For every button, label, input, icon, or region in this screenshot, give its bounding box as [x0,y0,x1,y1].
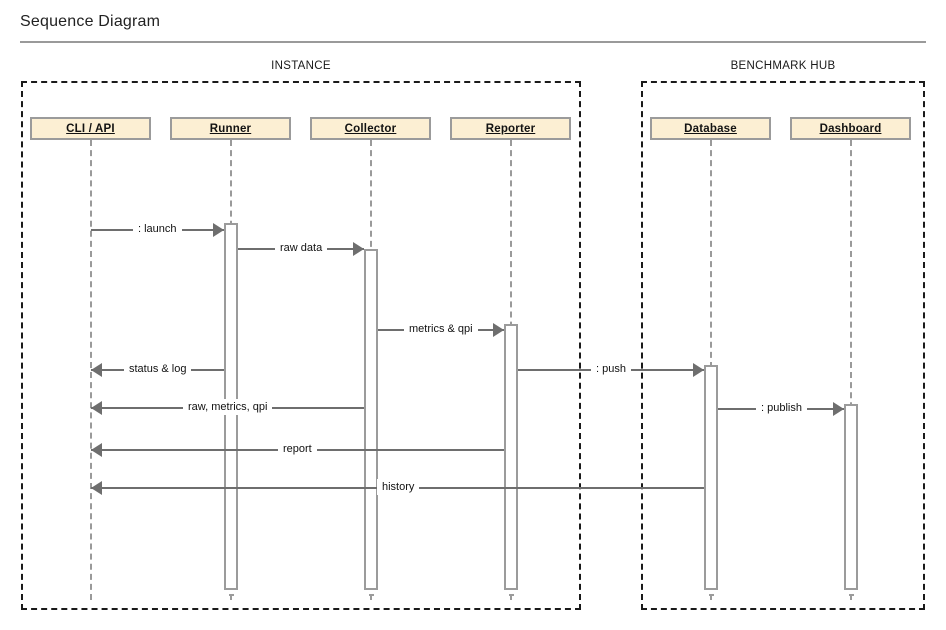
activation-foot-collector [369,594,374,596]
arrowhead-history [91,481,102,495]
message-label-launch: : launch [133,221,182,237]
message-raw-data[interactable]: raw data [238,240,364,256]
arrowhead-status-log [91,363,102,377]
message-history[interactable]: history [91,479,704,495]
lifeline-label-collector: Collector [344,122,397,135]
activation-bar-collector [364,249,378,590]
message-report[interactable]: report [91,441,504,457]
message-label-history: history [377,479,420,495]
lifeline-box-cli[interactable]: CLI / API [30,117,151,140]
message-launch[interactable]: : launch [91,221,224,237]
lifeline-label-dashboard: Dashboard [819,122,882,135]
arrowhead-publish [833,402,844,416]
lifeline-dashboard [850,140,852,600]
lifeline-box-collector[interactable]: Collector [310,117,431,140]
message-label-metrics-qpi: metrics & qpi [404,321,478,337]
activation-foot-runner [229,594,234,596]
lifeline-label-cli: CLI / API [66,122,115,135]
arrowhead-raw-metrics [91,401,102,415]
activation-bar-database [704,365,718,590]
arrowhead-push [693,363,704,377]
arrowhead-report [91,443,102,457]
group-frame-hub [641,81,925,610]
message-status-log[interactable]: status & log [91,361,224,377]
group-label-hub: BENCHMARK HUB [730,60,836,72]
activation-foot-reporter [509,594,514,596]
message-push[interactable]: : push [518,361,704,377]
activation-bar-dashboard [844,404,858,590]
message-label-report: report [278,441,317,457]
lifeline-label-database: Database [684,122,737,135]
message-publish[interactable]: : publish [718,400,844,416]
message-label-raw-metrics: raw, metrics, qpi [183,399,273,415]
arrowhead-metrics-qpi [493,323,504,337]
lifeline-box-database[interactable]: Database [650,117,771,140]
message-label-push: : push [591,361,631,377]
activation-foot-database [709,594,714,596]
message-label-status-log: status & log [124,361,192,377]
lifeline-label-runner: Runner [209,122,252,135]
message-label-publish: : publish [756,400,807,416]
group-frame-instance [21,81,581,610]
activation-foot-dashboard [849,594,854,596]
page-title: Sequence Diagram [20,13,161,30]
group-label-instance: INSTANCE [271,60,331,72]
lifeline-box-reporter[interactable]: Reporter [450,117,571,140]
title-divider [20,41,926,43]
arrowhead-raw-data [353,242,364,256]
arrowhead-launch [213,223,224,237]
message-metrics-qpi[interactable]: metrics & qpi [378,321,504,337]
message-raw-metrics[interactable]: raw, metrics, qpi [91,399,364,415]
message-label-raw-data: raw data [275,240,328,256]
lifeline-label-reporter: Reporter [485,122,536,135]
activation-bar-reporter [504,324,518,590]
lifeline-box-runner[interactable]: Runner [170,117,291,140]
lifeline-box-dashboard[interactable]: Dashboard [790,117,911,140]
